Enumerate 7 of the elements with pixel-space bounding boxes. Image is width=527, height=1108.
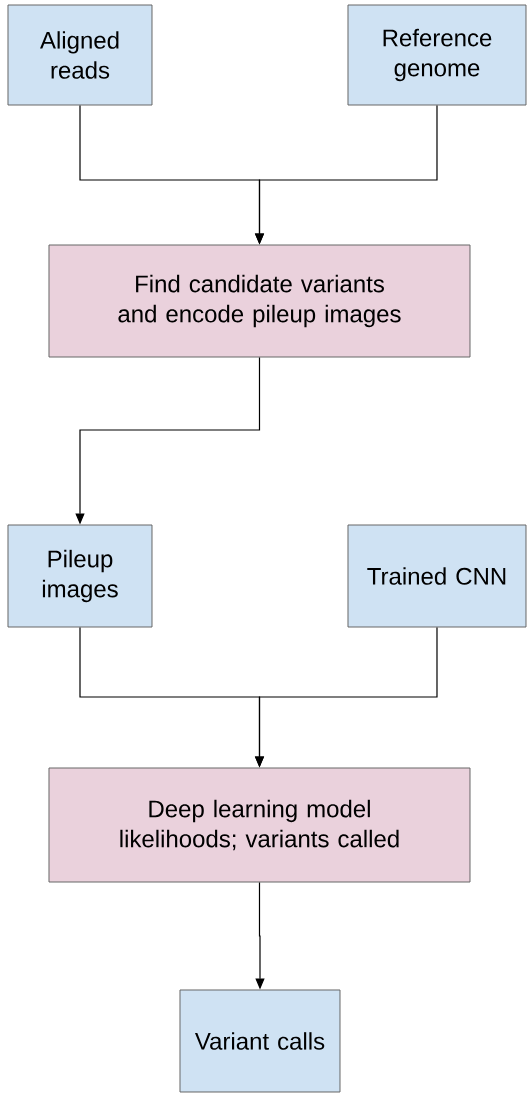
process-box: Find candidate variants and encode pileup images [48,244,471,358]
data-box: Reference genome [347,4,527,106]
data-box: Variant calls [179,989,341,1093]
data-box: Pileup images [7,524,153,628]
data-box: Aligned reads [7,4,153,106]
data-box: Trained CNN [347,524,527,628]
process-box: Deep learning model likelihoods; variants called [48,767,471,883]
